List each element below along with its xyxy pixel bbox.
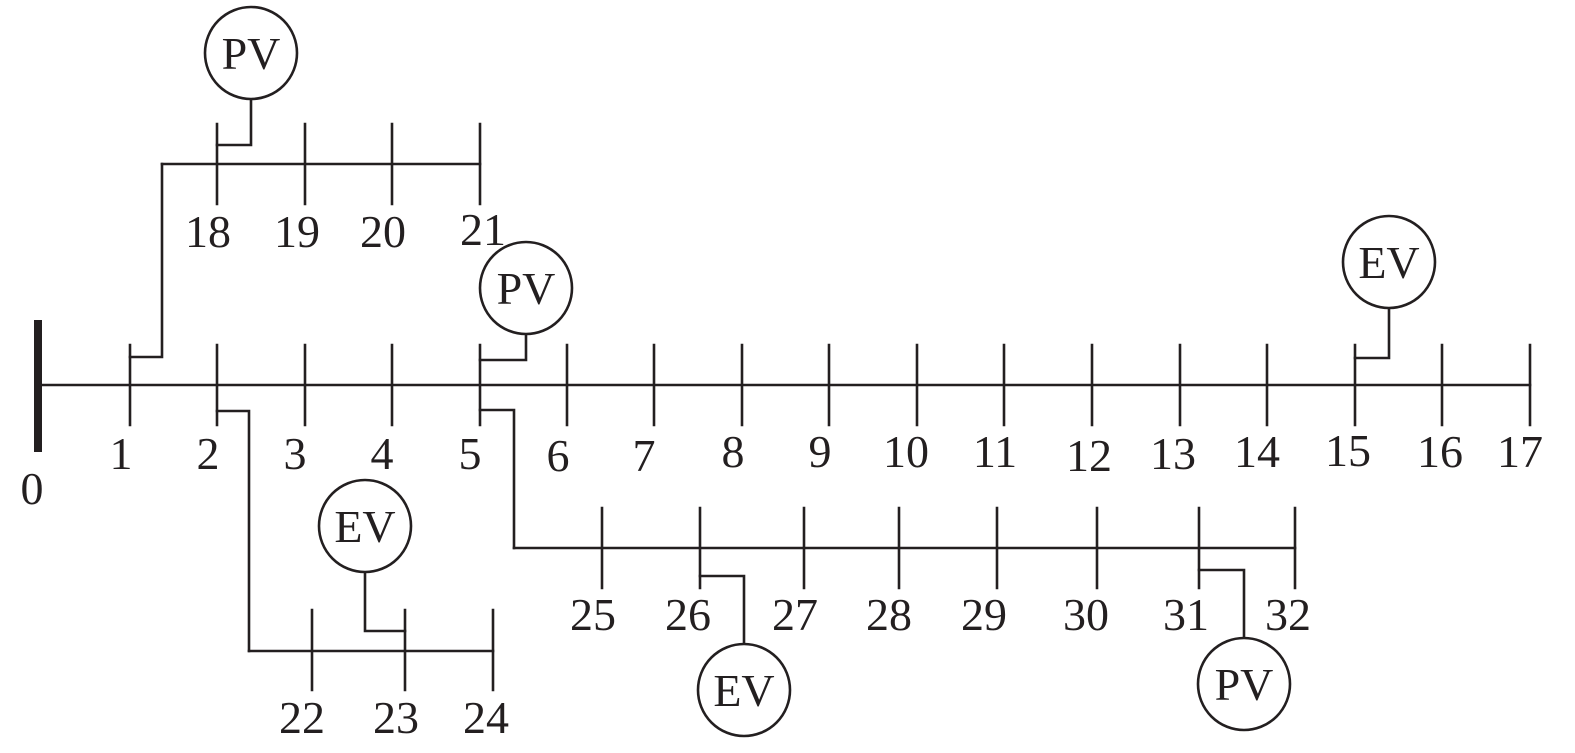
node-label-27: 27 <box>772 589 818 640</box>
node-label-11: 11 <box>973 426 1017 477</box>
pv-unit-18-label: PV <box>222 28 281 79</box>
node-label-7: 7 <box>633 430 656 481</box>
der-units: PV PV EV EV EV PV <box>203 5 1437 738</box>
node-label-20: 20 <box>360 206 406 257</box>
ev-unit-23-connector <box>363 572 407 633</box>
ev-unit-26-circle <box>696 642 792 738</box>
node-label-13: 13 <box>1150 428 1196 479</box>
node-label-30: 30 <box>1063 589 1109 640</box>
node-label-22: 22 <box>279 692 325 743</box>
node-label-25: 25 <box>570 589 616 640</box>
network-lines <box>34 99 1532 692</box>
node-label-1: 1 <box>110 428 133 479</box>
node-label-19: 19 <box>274 206 320 257</box>
pv-unit-31-circle <box>1196 636 1292 732</box>
pv-unit-5-circle <box>478 240 574 336</box>
node-label-5: 5 <box>459 428 482 479</box>
node-label-28: 28 <box>866 589 912 640</box>
node-label-10: 10 <box>883 426 929 477</box>
node-label-0: 0 <box>21 463 44 514</box>
ev-unit-15-label: EV <box>1358 237 1419 288</box>
pv-unit-31-connector <box>1197 568 1246 638</box>
node-label-6: 6 <box>547 430 570 481</box>
node-label-2: 2 <box>197 428 220 479</box>
lateral-connector-2-22 <box>215 409 251 653</box>
pv-unit-18-connector <box>215 99 253 147</box>
node-label-17: 17 <box>1497 426 1543 477</box>
lateral-connector-1-18 <box>128 162 164 359</box>
node-label-24: 24 <box>463 692 509 743</box>
node-label-3: 3 <box>284 428 307 479</box>
node-label-18: 18 <box>185 206 231 257</box>
ev-unit-23-label: EV <box>334 501 395 552</box>
node-label-4: 4 <box>371 428 394 479</box>
node-label-16: 16 <box>1417 426 1463 477</box>
node-label-21: 21 <box>460 204 506 255</box>
pv-unit-31-label: PV <box>1215 659 1274 710</box>
ev-unit-15-connector <box>1353 308 1391 360</box>
ev-unit-23-circle <box>317 478 413 574</box>
lateral-connector-5-25 <box>478 408 516 550</box>
node-label-15: 15 <box>1325 425 1371 476</box>
node-label-9: 9 <box>809 426 832 477</box>
pv-unit-5-connector <box>478 333 528 362</box>
node-label-26: 26 <box>665 589 711 640</box>
node-label-31: 31 <box>1163 589 1209 640</box>
ev-unit-26-connector <box>698 574 746 644</box>
node-label-23: 23 <box>373 692 419 743</box>
node-label-12: 12 <box>1066 430 1112 481</box>
node-label-14: 14 <box>1234 426 1280 477</box>
pv-unit-18-circle <box>203 5 299 101</box>
node-label-29: 29 <box>961 589 1007 640</box>
ev-unit-26-label: EV <box>713 665 774 716</box>
node-label-8: 8 <box>722 426 745 477</box>
ev-unit-15-circle <box>1341 214 1437 310</box>
node-label-32: 32 <box>1265 589 1311 640</box>
pv-unit-5-label: PV <box>497 263 556 314</box>
